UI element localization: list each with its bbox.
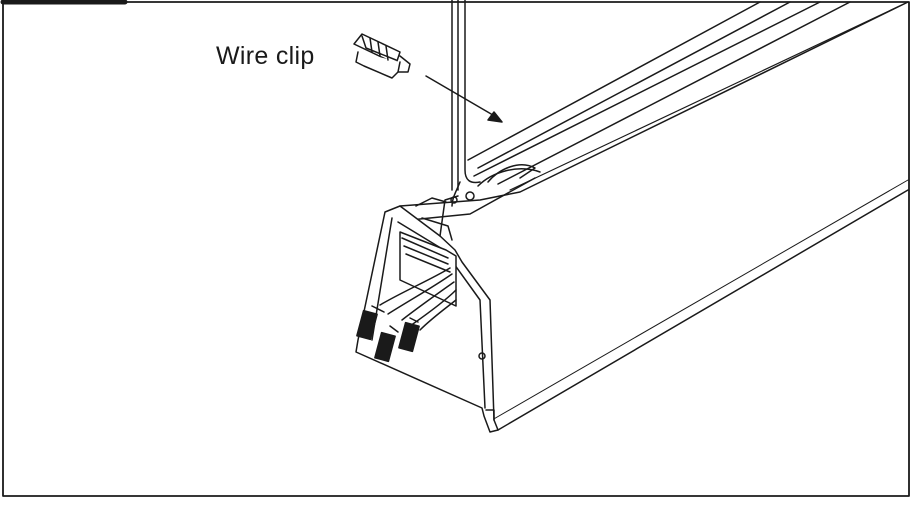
wire-connectors: [356, 267, 457, 363]
connector-1: [356, 305, 385, 341]
callout-arrow: [425, 75, 503, 123]
rail-beam: [399, 1, 909, 431]
end-cap: [355, 195, 499, 433]
wire-clip-label: Wire clip: [216, 42, 315, 70]
connector-2: [374, 325, 399, 363]
connector-3: [398, 317, 420, 353]
diagram-frame: [2, 1, 910, 497]
wire-clip-icon: [353, 33, 411, 79]
